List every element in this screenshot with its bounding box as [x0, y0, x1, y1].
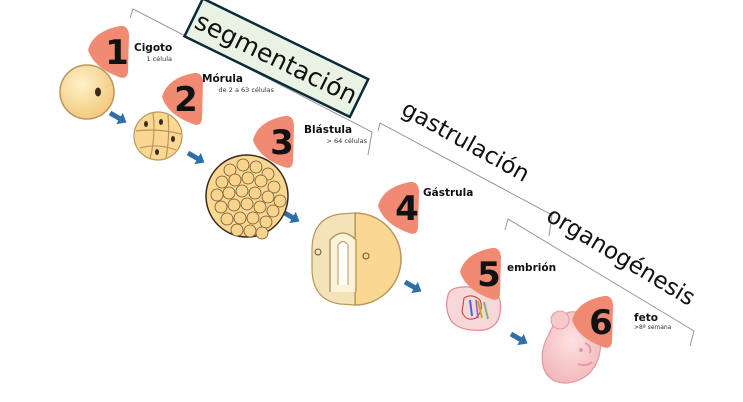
gastrulation-label: gastrulación — [397, 96, 534, 188]
stage-badge-2: 2 — [162, 72, 203, 125]
organogenesis-bracket — [504, 218, 695, 347]
gastrulation-bracket — [377, 122, 553, 237]
stage-number-3: 3 — [270, 123, 294, 163]
embryo-illustration — [446, 286, 502, 331]
morula-illustration — [133, 111, 183, 161]
arrow-5-to-6 — [509, 331, 528, 346]
stage-number-2: 2 — [174, 80, 198, 120]
stage-badge-6: 6 — [572, 295, 613, 348]
arrow-4-to-5 — [403, 279, 422, 294]
stage-badge-4: 4 — [378, 181, 419, 234]
stage-badge-5: 5 — [460, 247, 501, 300]
stage-detail-2: de 2 a 63 células — [219, 86, 275, 94]
stage-name-1: Cigoto — [134, 42, 172, 54]
stage-name-4: Gástrula — [423, 187, 473, 199]
segmentation-label: segmentación — [190, 6, 362, 110]
stage-name-3: Blástula — [304, 124, 352, 136]
stage-number-1: 1 — [105, 33, 129, 73]
gastrula-illustration — [311, 212, 402, 306]
stage-detail-6: >8ª semana — [634, 324, 672, 331]
stage-name-2: Mórula — [202, 73, 243, 85]
stage-detail-3: > 64 células — [326, 137, 367, 145]
stage-number-4: 4 — [395, 189, 419, 229]
arrow-2-to-3 — [186, 150, 205, 165]
stage-name-5: embrión — [507, 262, 556, 274]
arrow-3-to-4 — [281, 209, 300, 224]
zygote-illustration — [59, 64, 115, 120]
stage-number-5: 5 — [477, 255, 501, 295]
arrow-1-to-2 — [108, 110, 127, 125]
stage-name-6: feto — [634, 312, 658, 324]
stage-badge-3: 3 — [253, 115, 294, 168]
blastula-illustration — [205, 154, 289, 240]
stage-detail-1: 1 célula — [147, 55, 173, 63]
segmentation-label-box: segmentación — [182, 0, 370, 119]
stage-number-6: 6 — [589, 303, 613, 343]
organogenesis-label: organogénesis — [542, 203, 700, 312]
stage-badge-1: 1 — [88, 25, 129, 78]
